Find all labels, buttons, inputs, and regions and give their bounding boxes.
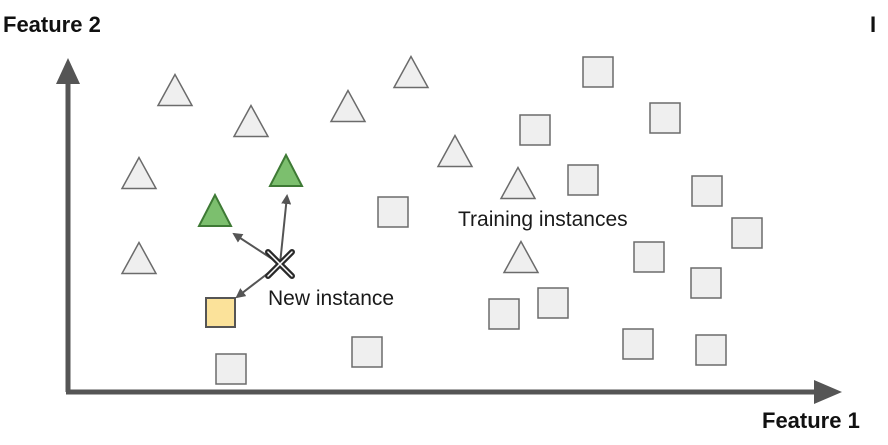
training-square <box>690 267 722 299</box>
square-class-group <box>215 56 763 385</box>
training-triangle <box>156 72 194 107</box>
training-square <box>731 217 763 249</box>
training-square <box>377 196 409 228</box>
training-triangle <box>392 54 430 89</box>
training-triangle <box>436 133 474 168</box>
training-square <box>351 336 383 368</box>
neighbor-square-yellow <box>205 297 236 328</box>
training-triangle <box>329 88 367 123</box>
new-instance-marker <box>265 249 295 279</box>
training-square <box>215 353 247 385</box>
training-triangle <box>232 103 270 138</box>
y-axis-arrowhead <box>56 58 80 84</box>
neighbor-arrows <box>232 194 292 299</box>
training-square <box>567 164 599 196</box>
neighbor-triangle-upper <box>268 152 304 187</box>
training-square <box>488 298 520 330</box>
new-instance-label: New instance <box>268 287 394 310</box>
training-triangle <box>120 240 158 275</box>
training-square <box>695 334 727 366</box>
training-square <box>691 175 723 207</box>
triangle-class-group <box>120 54 540 275</box>
training-square <box>633 241 665 273</box>
axes <box>56 58 842 404</box>
x-axis-arrowhead <box>814 380 842 404</box>
arrow-to-upper-triangle <box>279 194 292 265</box>
edge-mark: I <box>870 12 876 37</box>
training-triangle <box>502 239 540 274</box>
training-square <box>519 114 551 146</box>
training-square <box>649 102 681 134</box>
training-triangle <box>120 155 158 190</box>
training-square <box>582 56 614 88</box>
training-square <box>622 328 654 360</box>
nearest-neighbors <box>197 152 304 328</box>
training-instances-label: Training instances <box>458 208 628 231</box>
y-axis-title: Feature 2 <box>3 12 101 37</box>
neighbor-triangle-left <box>197 192 233 227</box>
training-square <box>537 287 569 319</box>
x-axis-title: Feature 1 <box>762 408 860 433</box>
training-triangle <box>499 165 537 200</box>
